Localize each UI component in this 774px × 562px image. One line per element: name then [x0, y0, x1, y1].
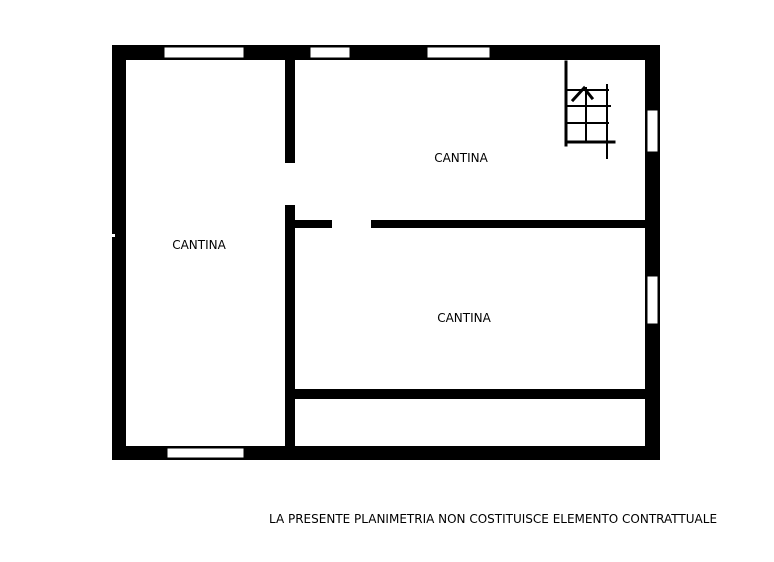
window-right-2 — [646, 275, 659, 325]
left-wall-notch — [112, 234, 115, 237]
disclaimer-text: LA PRESENTE PLANIMETRIA NON COSTITUISCE … — [269, 512, 718, 526]
inner-wall-horizontal-left — [295, 220, 332, 228]
room-label-middle-right: CANTINA — [437, 311, 491, 325]
inner-wall-horizontal-bottom — [295, 389, 645, 399]
window-right-1 — [646, 109, 659, 153]
window-top-2 — [309, 46, 351, 59]
window-top-1 — [163, 46, 245, 59]
outer-wall-right — [645, 45, 660, 460]
staircase-icon — [564, 60, 616, 159]
inner-wall-horizontal-right — [371, 220, 645, 228]
window-top-3 — [426, 46, 491, 59]
room-label-left: CANTINA — [172, 238, 226, 252]
window-bottom-1 — [166, 447, 245, 459]
inner-wall-vertical-upper — [285, 60, 295, 163]
inner-wall-vertical-lower — [285, 205, 295, 446]
outer-wall-left — [112, 45, 126, 460]
outer-wall-top — [112, 45, 660, 60]
room-label-top-right: CANTINA — [434, 151, 488, 165]
outer-wall-bottom — [112, 446, 660, 460]
